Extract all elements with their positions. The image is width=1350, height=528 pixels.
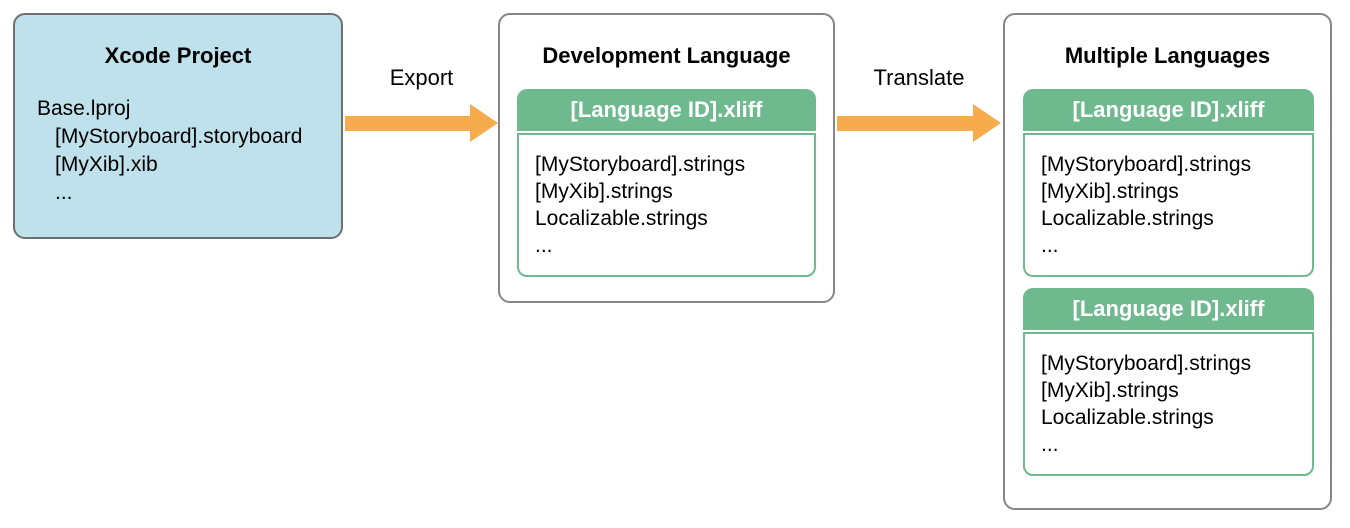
strings-file-item: [MyXib].strings <box>1041 379 1179 402</box>
development-language-title: Development Language <box>542 43 791 68</box>
translate-arrow-label: Translate <box>873 65 965 90</box>
strings-file-item: Localizable.strings <box>1041 207 1214 230</box>
file-list-item: [MyStoryboard].storyboard <box>55 125 303 148</box>
export-arrow-label: Export <box>389 65 454 90</box>
xliff-card-body: [MyStoryboard].strings [MyXib].strings L… <box>1023 332 1314 476</box>
file-list-item: Base.lproj <box>37 97 131 120</box>
strings-file-item: Localizable.strings <box>535 207 708 230</box>
multiple-languages-title: Multiple Languages <box>1064 43 1271 68</box>
strings-file-item: Localizable.strings <box>1041 406 1214 429</box>
export-arrow-head-icon <box>470 104 498 142</box>
xcode-project-title: Xcode Project <box>104 43 252 68</box>
xliff-card-body: [MyStoryboard].strings [MyXib].strings L… <box>517 133 816 277</box>
strings-file-item: [MyXib].strings <box>535 180 673 203</box>
export-arrow: Export <box>345 65 498 143</box>
file-list-item: [MyXib].xib <box>55 153 158 176</box>
translate-arrow-head-icon <box>973 104 1001 142</box>
strings-file-item: ... <box>1041 234 1059 257</box>
development-language-box: Development Language [Language ID].xliff… <box>498 13 835 303</box>
xliff-card: [Language ID].xliff [MyStoryboard].strin… <box>1023 288 1314 476</box>
xliff-card-header: [Language ID].xliff <box>1023 288 1314 330</box>
strings-file-item: [MyStoryboard].strings <box>1041 153 1252 176</box>
xliff-card-body: [MyStoryboard].strings [MyXib].strings L… <box>1023 133 1314 277</box>
xcode-project-box: Xcode Project Base.lproj [MyStoryboard].… <box>13 13 343 239</box>
xliff-card-header: [Language ID].xliff <box>517 89 816 131</box>
export-arrow-shaft <box>345 116 471 131</box>
xcode-project-file-list: Base.lproj [MyStoryboard].storyboard [My… <box>37 95 327 207</box>
strings-file-item: ... <box>1041 433 1059 456</box>
strings-file-item: [MyStoryboard].strings <box>535 153 746 176</box>
multiple-languages-box: Multiple Languages [Language ID].xliff [… <box>1003 13 1332 510</box>
xliff-card: [Language ID].xliff [MyStoryboard].strin… <box>1023 89 1314 277</box>
file-list-item: ... <box>55 181 73 204</box>
xliff-card-header: [Language ID].xliff <box>1023 89 1314 131</box>
strings-file-item: [MyXib].strings <box>1041 180 1179 203</box>
translate-arrow-shaft <box>837 116 974 131</box>
strings-file-item: ... <box>535 234 553 257</box>
strings-file-item: [MyStoryboard].strings <box>1041 352 1252 375</box>
translate-arrow: Translate <box>837 65 1001 143</box>
xliff-card: [Language ID].xliff [MyStoryboard].strin… <box>517 89 816 277</box>
